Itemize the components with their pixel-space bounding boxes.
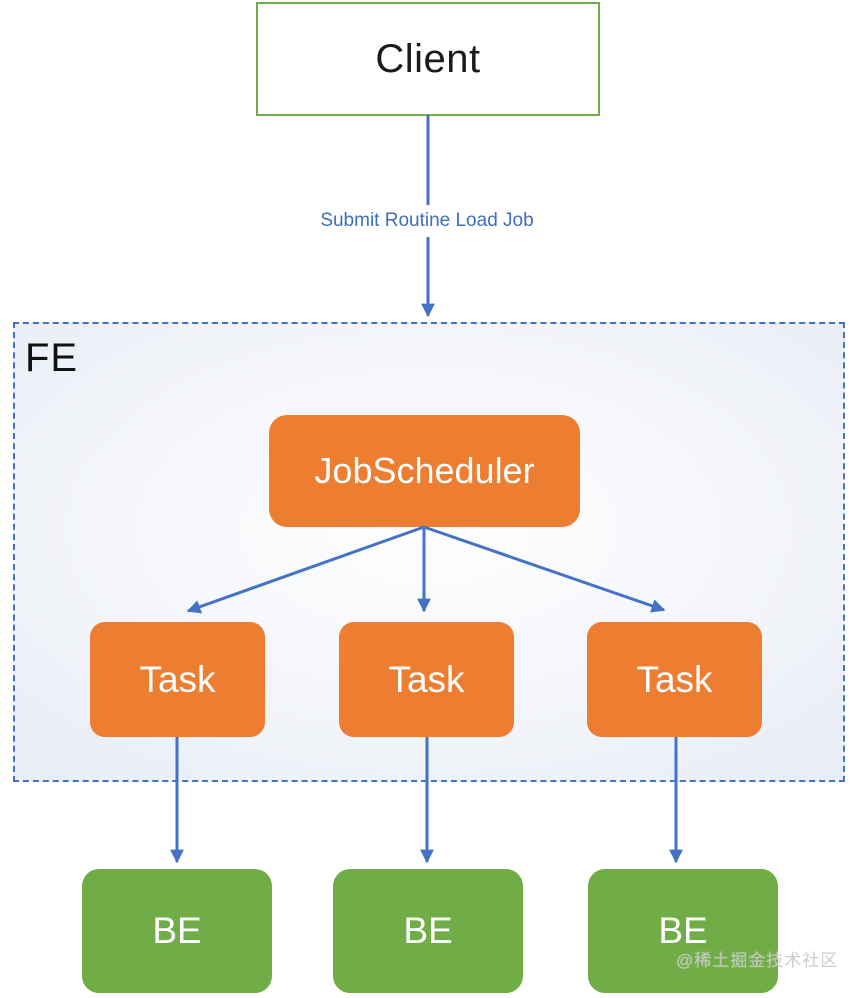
fe-label: FE bbox=[25, 336, 79, 380]
be-label: BE bbox=[403, 910, 453, 951]
task-label: Task bbox=[139, 658, 216, 700]
be-box-1: BE bbox=[82, 869, 272, 993]
task-label: Task bbox=[636, 658, 713, 700]
task-label: Task bbox=[388, 658, 465, 700]
task-box-2: Task bbox=[339, 622, 514, 737]
client-label: Client bbox=[375, 36, 481, 81]
be-box-3: BE bbox=[588, 869, 778, 993]
task-box-1: Task bbox=[90, 622, 265, 737]
jobscheduler-label: JobScheduler bbox=[314, 450, 535, 491]
be-label: BE bbox=[658, 910, 708, 951]
task-box-3: Task bbox=[587, 622, 762, 737]
be-label: BE bbox=[152, 910, 202, 951]
client-box: Client bbox=[256, 2, 600, 116]
watermark-text: @稀土掘金技术社区 bbox=[676, 951, 839, 970]
submit-routine-load-job-label: Submit Routine Load Job bbox=[311, 205, 543, 237]
jobscheduler-box: JobScheduler bbox=[269, 415, 580, 527]
be-box-2: BE bbox=[333, 869, 523, 993]
